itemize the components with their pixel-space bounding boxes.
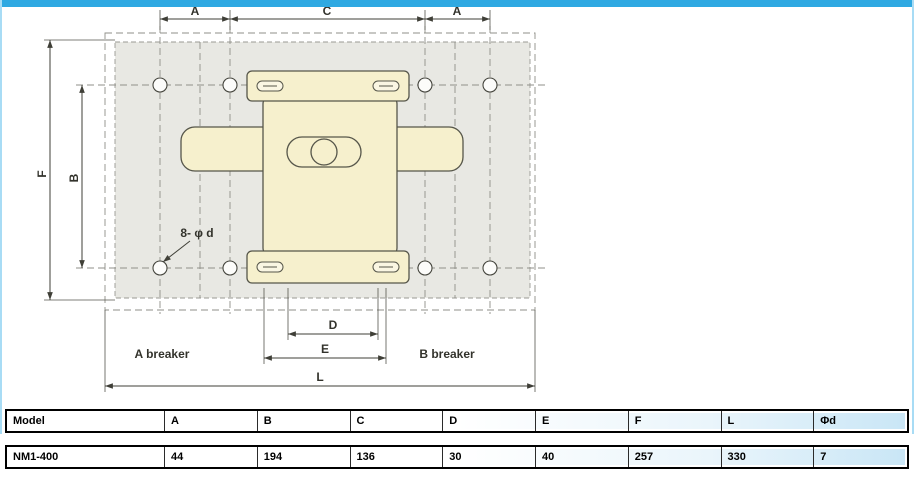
col-header-c: C	[351, 411, 444, 431]
dim-label-d: D	[329, 318, 338, 332]
dim-label-f: F	[35, 170, 49, 177]
cell-phi-d: 7	[820, 451, 827, 463]
dim-label-a-left: A	[191, 4, 200, 18]
a-breaker-label: A breaker	[135, 347, 190, 361]
holes-note-label: 8- φ d	[180, 226, 213, 240]
cell-b: 194	[258, 447, 351, 467]
bottom-mounting-plate	[246, 250, 410, 284]
table-data-row: NM1-400 44 194 136 30 40 257 330 7	[5, 445, 909, 469]
dimension-table: Model A B C D E F L Φd NM1-400 44 194 13…	[5, 409, 909, 481]
holes-leader-line	[162, 240, 191, 263]
top-accent-bar	[0, 0, 914, 7]
mounting-holes	[152, 77, 498, 276]
b-breaker-label: B breaker	[419, 347, 475, 361]
col-header-model: Model	[7, 411, 165, 431]
interlock-dimension-drawing: A C A F B D E L 8- φ d A breaker B break…	[35, 4, 545, 392]
handle-knob	[310, 138, 338, 166]
interlock-mechanism	[180, 70, 464, 284]
right-accent-edge	[912, 0, 914, 434]
interlock-body	[262, 95, 398, 257]
col-header-a: A	[165, 411, 258, 431]
col-header-f: F	[629, 411, 722, 431]
top-mounting-plate	[246, 70, 410, 102]
dim-label-l: L	[316, 370, 323, 384]
col-header-e: E	[536, 411, 629, 431]
col-header-l: L	[722, 411, 815, 431]
col-header-phi-d: Φd	[820, 415, 836, 427]
dim-label-a-right: A	[453, 4, 462, 18]
col-header-d: D	[443, 411, 536, 431]
dim-label-e: E	[321, 342, 329, 356]
cell-d: 30	[443, 447, 536, 467]
cell-model: NM1-400	[7, 447, 165, 467]
cell-c: 136	[351, 447, 444, 467]
dim-label-b: B	[67, 173, 81, 182]
dim-label-c: C	[323, 4, 332, 18]
cell-e: 40	[536, 447, 629, 467]
table-header-row: Model A B C D E F L Φd	[5, 409, 909, 433]
left-accent-edge	[0, 0, 2, 434]
dimension-lines	[47, 16, 535, 389]
cell-l: 330	[722, 447, 815, 467]
col-header-b: B	[258, 411, 351, 431]
cell-a: 44	[165, 447, 258, 467]
cell-f: 257	[629, 447, 722, 467]
